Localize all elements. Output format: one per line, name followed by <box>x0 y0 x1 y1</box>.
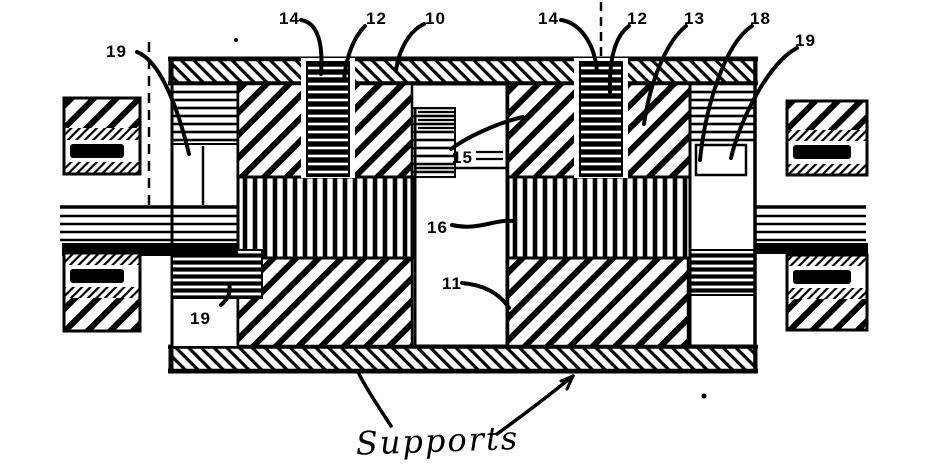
left-gland-lines <box>172 84 238 144</box>
leader-lines <box>135 18 799 436</box>
roller-element <box>793 145 851 159</box>
leader-supports-left <box>357 372 393 428</box>
supports-caption: Supports <box>355 419 520 463</box>
leader-18 <box>698 24 754 162</box>
housing-top-plate <box>168 56 758 86</box>
leader-19-bottom-left <box>219 282 232 307</box>
right-gland-lines <box>690 84 755 144</box>
label-19-bottom-left: 19 <box>190 309 211 328</box>
left-bearing-lower <box>62 251 142 333</box>
left-locknut-band <box>171 249 263 299</box>
leader-12-left <box>342 24 367 82</box>
right-end-wall <box>688 58 757 372</box>
housing-bottom-plate <box>168 344 758 374</box>
leader-14-left <box>299 18 324 76</box>
set-screw-right <box>574 2 628 178</box>
roller-element <box>70 144 124 158</box>
leader-19-right <box>729 46 799 160</box>
label-19-top-left: 19 <box>106 42 127 61</box>
left-nut-sleeve <box>411 107 456 178</box>
leader-19-left <box>135 50 191 156</box>
left-lower-window <box>172 296 238 346</box>
label-13: 13 <box>684 9 705 28</box>
leader-11 <box>460 281 511 310</box>
leader-16 <box>450 218 515 229</box>
label-12-right: 12 <box>627 9 648 28</box>
roller-element <box>70 269 124 283</box>
label-14-left: 14 <box>279 9 300 28</box>
screw-shaft-thread-left <box>236 175 414 260</box>
right-shaft <box>756 205 868 254</box>
label-11: 11 <box>442 274 462 293</box>
label-10: 10 <box>425 9 446 28</box>
leader-14-right <box>559 18 599 74</box>
right-bearing-upper <box>785 99 869 177</box>
scan-speck <box>701 393 707 399</box>
right-end-cap-window <box>694 143 748 177</box>
leader-supports-right <box>495 374 575 436</box>
label-16: 16 <box>427 218 448 237</box>
leader-10 <box>394 22 426 72</box>
left-bearing-upper <box>62 96 142 176</box>
right-nut-lower-block <box>506 256 690 348</box>
screw-shaft-thread-right <box>506 175 692 260</box>
left-nut-lower-block <box>236 256 414 348</box>
right-bearing-lower <box>785 253 869 332</box>
leader-12-right <box>607 24 631 94</box>
arrowhead-supports <box>559 374 575 391</box>
scan-speck <box>234 38 238 42</box>
set-screw-left <box>301 58 355 178</box>
part-number-labels: 19 14 12 10 14 12 13 18 19 15 16 11 19 <box>106 9 816 328</box>
roller-element <box>793 270 851 284</box>
leader-15 <box>449 115 525 151</box>
left-end-cap <box>171 143 239 251</box>
right-locknut-band <box>689 249 756 296</box>
label-12-left: 12 <box>366 9 387 28</box>
label-18: 18 <box>750 9 771 28</box>
label-19-top-right: 19 <box>795 31 816 50</box>
label-15: 15 <box>452 148 473 167</box>
label-14-right: 14 <box>538 9 559 28</box>
leader-13 <box>642 24 688 126</box>
